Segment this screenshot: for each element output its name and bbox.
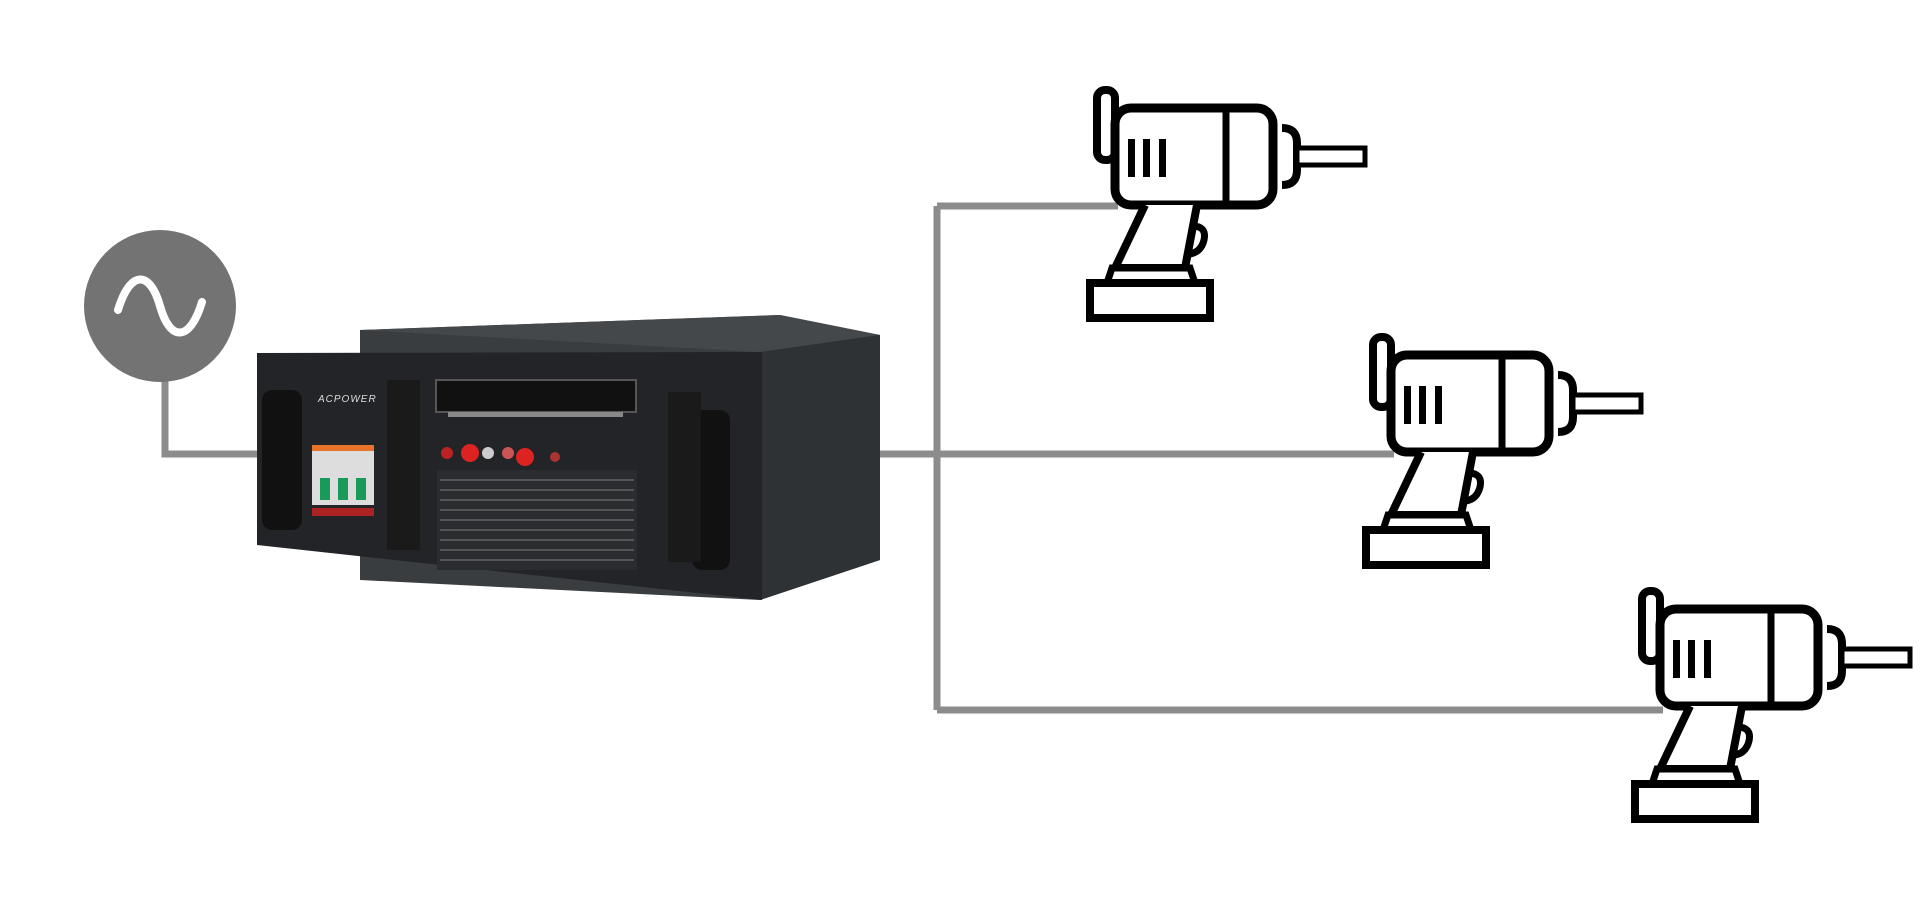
device-brand-logo: ACPOWER	[318, 394, 377, 405]
power-drill-icon	[1090, 90, 1365, 318]
display-panel	[435, 379, 637, 413]
left-handle	[262, 390, 302, 530]
power-supply-unit	[257, 315, 880, 600]
vent-grille	[668, 392, 701, 562]
power-drill-icon	[1635, 591, 1910, 819]
wires	[161, 202, 1663, 714]
input-wire	[161, 380, 262, 458]
ac-source-icon	[84, 230, 236, 382]
right-handle	[692, 410, 730, 570]
vent-grille	[387, 380, 420, 550]
power-drill-icon	[1366, 337, 1641, 565]
